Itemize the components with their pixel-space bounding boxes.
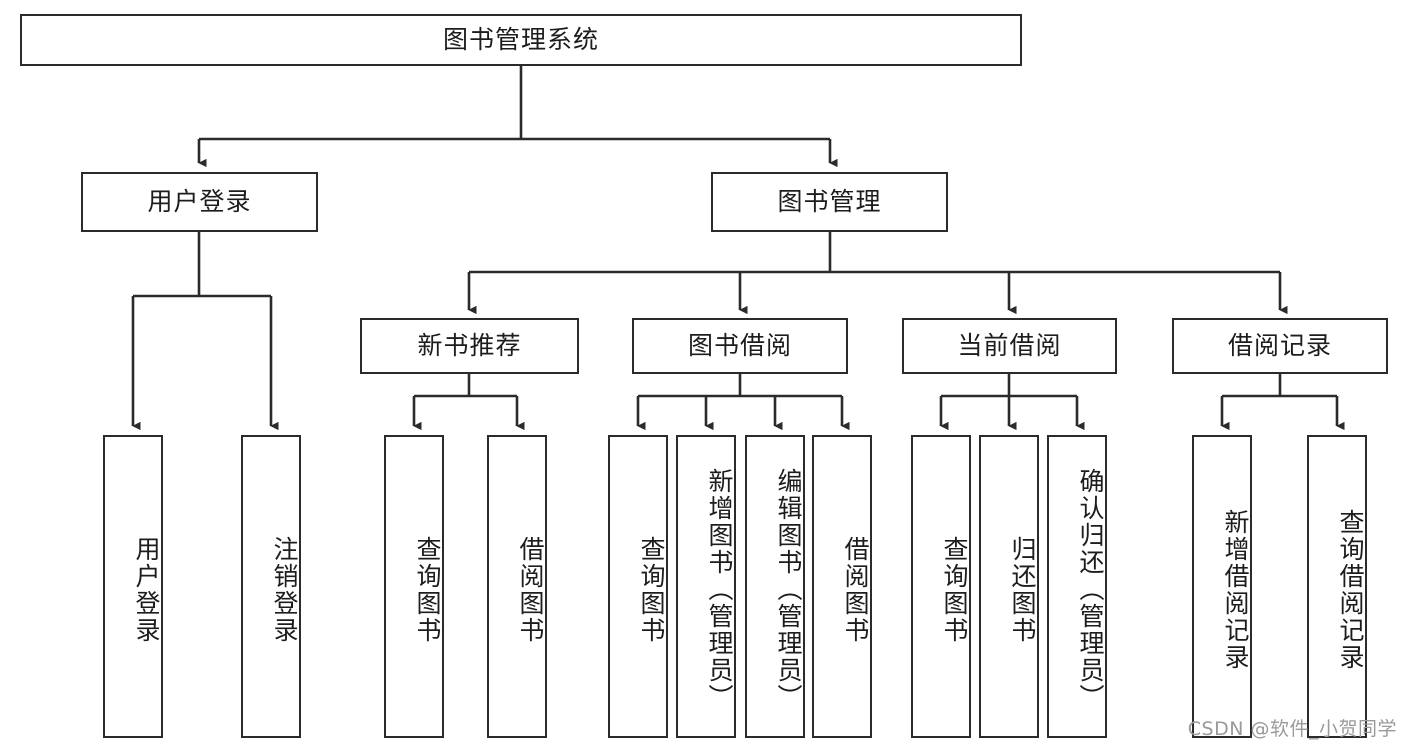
leaf-borrow-book-1[interactable]: 借阅图书 xyxy=(487,435,547,738)
node-current-borrow[interactable]: 当前借阅 xyxy=(902,318,1117,374)
node-book-manage-label: 图书管理 xyxy=(777,187,882,217)
leaf-confirm-return[interactable]: 确认归还（管理员） xyxy=(1047,435,1107,738)
node-borrow-record-label: 借阅记录 xyxy=(1227,331,1332,361)
leaf-confirm-return-label: 确认归还（管理员） xyxy=(1076,468,1105,711)
node-root-system[interactable]: 图书管理系统 xyxy=(20,14,1022,66)
leaf-query-book-3-label: 查询图书 xyxy=(940,535,969,644)
leaf-borrow-book-2-label: 借阅图书 xyxy=(841,535,870,644)
node-new-book-rec-label: 新书推荐 xyxy=(417,331,522,361)
leaf-return-book-label: 归还图书 xyxy=(1008,535,1037,644)
node-book-manage[interactable]: 图书管理 xyxy=(711,172,948,232)
node-book-borrow[interactable]: 图书借阅 xyxy=(632,318,848,374)
leaf-add-record-label: 新增借阅记录 xyxy=(1221,508,1250,671)
leaf-add-book[interactable]: 新增图书（管理员） xyxy=(676,435,736,738)
node-user-login[interactable]: 用户登录 xyxy=(81,172,318,232)
leaf-query-book-2[interactable]: 查询图书 xyxy=(608,435,668,738)
leaf-user-login-label: 用户登录 xyxy=(132,535,161,644)
leaf-edit-book-label: 编辑图书（管理员） xyxy=(774,468,803,711)
node-current-borrow-label: 当前借阅 xyxy=(957,331,1062,361)
leaf-query-book-1-label: 查询图书 xyxy=(413,535,442,644)
node-user-login-label: 用户登录 xyxy=(147,187,252,217)
leaf-query-book-3[interactable]: 查询图书 xyxy=(911,435,971,738)
leaf-query-book-2-label: 查询图书 xyxy=(637,535,666,644)
leaf-edit-book[interactable]: 编辑图书（管理员） xyxy=(745,435,805,738)
leaf-query-record[interactable]: 查询借阅记录 xyxy=(1307,435,1367,738)
leaf-return-book[interactable]: 归还图书 xyxy=(979,435,1039,738)
node-new-book-rec[interactable]: 新书推荐 xyxy=(360,318,579,374)
leaf-user-logout-label: 注销登录 xyxy=(270,535,299,644)
leaf-user-login[interactable]: 用户登录 xyxy=(103,435,163,738)
leaf-add-record[interactable]: 新增借阅记录 xyxy=(1192,435,1252,738)
leaf-add-book-label: 新增图书（管理员） xyxy=(705,468,734,711)
leaf-borrow-book-2[interactable]: 借阅图书 xyxy=(812,435,872,738)
leaf-query-book-1[interactable]: 查询图书 xyxy=(384,435,444,738)
leaf-query-record-label: 查询借阅记录 xyxy=(1336,508,1365,671)
node-root-label: 图书管理系统 xyxy=(442,25,599,55)
node-borrow-record[interactable]: 借阅记录 xyxy=(1172,318,1388,374)
csdn-watermark: CSDN @软件_小贺同学 xyxy=(1187,718,1397,740)
node-book-borrow-label: 图书借阅 xyxy=(687,331,792,361)
leaf-user-logout[interactable]: 注销登录 xyxy=(241,435,301,738)
leaf-borrow-book-1-label: 借阅图书 xyxy=(516,535,545,644)
